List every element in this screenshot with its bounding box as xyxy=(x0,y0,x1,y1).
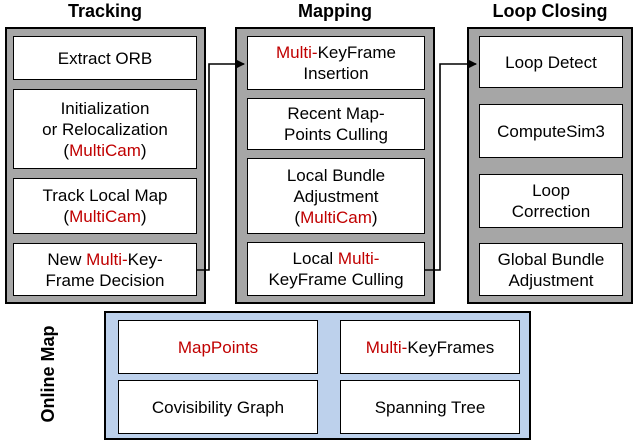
loop-detect-label: Loop Detect xyxy=(505,52,597,72)
global-ba-line1: Global Bundle xyxy=(497,249,605,269)
keyframe-insertion-line2: Insertion xyxy=(303,64,369,83)
loop-correction-box: Loop Correction xyxy=(479,174,623,228)
mappoints-box: MapPoints xyxy=(118,320,318,374)
local-ba-line2: Adjustment xyxy=(293,186,379,206)
global-ba-line2: Adjustment xyxy=(508,270,594,290)
mappoints-culling-line2: Points Culling xyxy=(284,125,388,144)
new-keyframe-line2: Frame Decision xyxy=(45,270,165,290)
extract-orb-box: Extract ORB xyxy=(13,36,197,80)
local-bundle-adjustment-box: Local Bundle Adjustment (MultiCam) xyxy=(247,158,425,234)
extract-orb-label: Extract ORB xyxy=(57,48,153,68)
mapping-to-loop-arrow xyxy=(425,60,477,271)
new-keyframe-decision-box: New Multi-Key- Frame Decision xyxy=(13,243,197,296)
spanning-tree-box: Spanning Tree xyxy=(340,380,520,434)
track-local-map-line1: Track Local Map xyxy=(42,186,168,205)
mapping-title: Mapping xyxy=(298,1,372,21)
covisibility-graph-label: Covisibility Graph xyxy=(151,397,285,417)
local-ba-line1: Local Bundle xyxy=(286,165,386,185)
computesim3-label: ComputeSim3 xyxy=(497,121,605,141)
covisibility-graph-box: Covisibility Graph xyxy=(118,380,318,434)
mappoints-culling-box: Recent Map- Points Culling xyxy=(247,98,425,150)
online-map-title: Online Map xyxy=(38,325,58,423)
track-local-map-multicam: (MultiCam) xyxy=(63,207,147,226)
multi-keyframes-box: Multi-KeyFrames xyxy=(340,320,520,374)
tracking-to-mapping-arrow xyxy=(197,60,245,271)
loop-closing-title: Loop Closing xyxy=(492,1,608,21)
keyframe-insertion-line1: Multi-KeyFrame xyxy=(276,43,396,62)
initialization-line2: or Relocalization xyxy=(42,119,168,139)
new-keyframe-line1: New Multi-Key- xyxy=(47,249,163,269)
initialization-line1: Initialization xyxy=(60,98,150,118)
tracking-title: Tracking xyxy=(67,1,143,21)
computesim3-box: ComputeSim3 xyxy=(479,104,623,158)
mappoints-label: MapPoints xyxy=(177,337,259,357)
mappoints-culling-line1: Recent Map- xyxy=(287,104,385,123)
keyframe-culling-line2: KeyFrame Culling xyxy=(268,270,404,289)
track-local-map-box: Track Local Map (MultiCam) xyxy=(13,178,197,234)
spanning-tree-label: Spanning Tree xyxy=(374,397,486,417)
loop-correction-line1: Loop xyxy=(532,181,570,200)
keyframe-culling-box: Local Multi- KeyFrame Culling xyxy=(247,242,425,296)
loop-detect-box: Loop Detect xyxy=(479,36,623,88)
multi-keyframes-label: Multi-KeyFrames xyxy=(365,337,495,357)
initialization-multicam: (MultiCam) xyxy=(63,140,147,160)
loop-correction-line2: Correction xyxy=(511,202,591,221)
keyframe-insertion-box: Multi-KeyFrame Insertion xyxy=(247,36,425,90)
initialization-box: Initialization or Relocalization (MultiC… xyxy=(13,89,197,169)
local-ba-multicam: (MultiCam) xyxy=(294,207,378,227)
global-bundle-adjustment-box: Global Bundle Adjustment xyxy=(479,243,623,296)
keyframe-culling-line1: Local Multi- xyxy=(292,249,380,268)
